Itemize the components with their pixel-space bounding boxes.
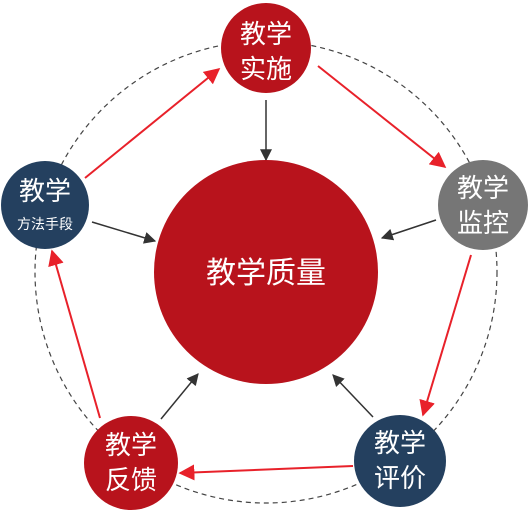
inward-arrow-from-methods [91,221,157,244]
inward-arrow-from-evaluation [332,374,374,418]
inward-arrow-from-feedback [160,373,199,420]
node-monitoring-circle [438,160,528,250]
cycle-arrow-monitoring-to-evaluation [419,254,472,417]
node-methods-line1: 教学 [19,177,71,207]
node-evaluation: 教学 评价 [354,415,446,507]
cycle-arrow-implementation-to-monitoring [317,65,447,168]
center-quality-circle [154,160,378,384]
inward-arrow-from-monitoring [380,219,437,241]
node-feedback-line1: 教学 [105,431,157,461]
node-implementation-line1: 教学 [240,20,292,50]
node-monitoring-line1: 教学 [457,174,509,204]
node-feedback: 教学 反馈 [84,416,178,510]
node-evaluation-line2: 评价 [374,464,426,494]
dashed-cycle-ring [34,40,498,504]
cycle-arrow-feedback-to-methods [48,249,101,419]
node-feedback-circle [84,416,178,510]
node-monitoring: 教学 监控 [438,160,528,250]
node-implementation-circle [221,3,311,93]
node-implementation-line2: 实施 [240,55,292,85]
cycle-arrow-methods-to-implementation [84,67,221,179]
node-evaluation-circle [354,415,446,507]
node-implementation: 教学 实施 [221,3,311,93]
node-evaluation-line1: 教学 [374,429,426,459]
node-feedback-line2: 反馈 [105,466,157,496]
center-quality-label: 教学质量 [206,256,326,291]
node-methods-line2: 方法手段 [17,217,73,233]
node-methods: 教学 方法手段 [1,161,89,249]
node-monitoring-line2: 监控 [457,209,509,239]
cycle-arrow-evaluation-to-feedback [178,464,354,481]
node-methods-circle [1,161,89,249]
